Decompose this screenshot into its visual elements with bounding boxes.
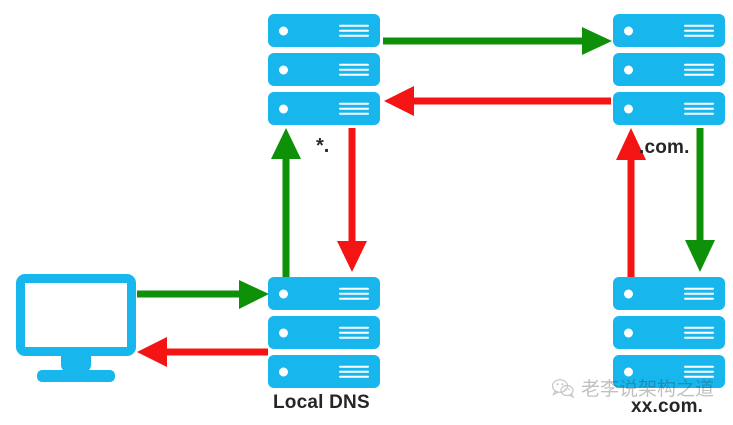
server-bar[interactable] <box>613 277 725 310</box>
server-vent-lines-icon <box>684 63 714 76</box>
server-bar[interactable] <box>613 92 725 125</box>
client-monitor-icon[interactable] <box>16 274 136 382</box>
server-bar[interactable] <box>268 14 380 47</box>
server-bar[interactable] <box>268 277 380 310</box>
server-status-dot <box>279 289 288 298</box>
arrow-root-to-localdns <box>337 128 367 272</box>
server-status-dot <box>279 367 288 376</box>
server-vent-lines-icon <box>339 326 369 339</box>
monitor-screen <box>16 274 136 356</box>
server-status-dot <box>624 104 633 113</box>
server-bar[interactable] <box>613 316 725 349</box>
wechat-logo-icon <box>552 378 574 398</box>
server-bar[interactable] <box>268 355 380 388</box>
server-bar[interactable] <box>613 53 725 86</box>
server-bar[interactable] <box>268 53 380 86</box>
server-vent-lines-icon <box>339 102 369 115</box>
local-dns-label: Local DNS <box>273 392 370 413</box>
server-status-dot <box>279 26 288 35</box>
server-status-dot <box>624 289 633 298</box>
server-vent-lines-icon <box>684 365 714 378</box>
tld-dns-server-stack[interactable] <box>613 14 725 125</box>
server-status-dot <box>279 65 288 74</box>
monitor-neck <box>61 354 91 372</box>
server-bar[interactable] <box>613 355 725 388</box>
server-vent-lines-icon <box>684 326 714 339</box>
server-bar[interactable] <box>613 14 725 47</box>
server-status-dot <box>624 367 633 376</box>
local-dns-server-stack[interactable] <box>268 277 380 388</box>
server-vent-lines-icon <box>339 63 369 76</box>
server-vent-lines-icon <box>684 287 714 300</box>
server-status-dot <box>624 65 633 74</box>
arrow-tld-to-root <box>384 86 611 116</box>
server-bar[interactable] <box>268 92 380 125</box>
server-status-dot <box>624 328 633 337</box>
server-status-dot <box>279 328 288 337</box>
server-vent-lines-icon <box>339 365 369 378</box>
arrow-localdns-to-root <box>271 128 301 282</box>
arrow-localdns-to-client <box>137 337 268 367</box>
server-vent-lines-icon <box>339 24 369 37</box>
server-status-dot <box>279 104 288 113</box>
server-vent-lines-icon <box>339 287 369 300</box>
monitor-base <box>37 370 115 382</box>
authoritative-dns-server-stack[interactable] <box>613 277 725 388</box>
root-zone-label: *. <box>316 135 330 157</box>
server-vent-lines-icon <box>684 24 714 37</box>
arrow-root-to-tld <box>383 27 612 55</box>
authoritative-zone-label: xx.com. <box>631 396 704 417</box>
server-status-dot <box>624 26 633 35</box>
com-zone-label: .com. <box>639 137 690 158</box>
server-bar[interactable] <box>268 316 380 349</box>
server-vent-lines-icon <box>684 102 714 115</box>
root-dns-server-stack[interactable] <box>268 14 380 125</box>
arrow-client-to-localdns <box>137 280 269 309</box>
